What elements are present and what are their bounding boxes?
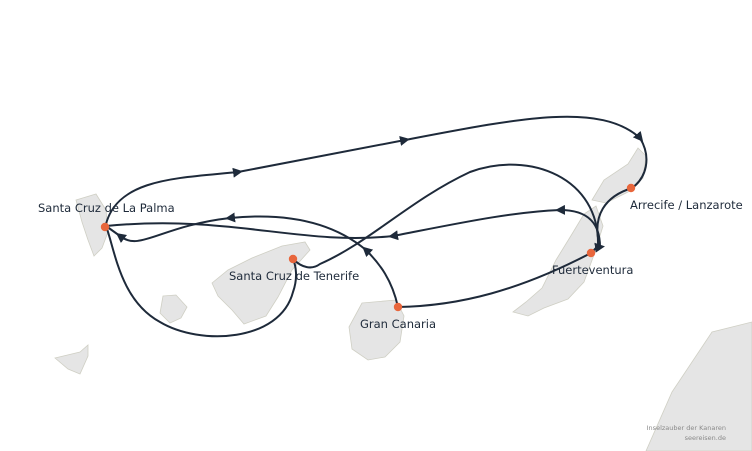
island-la-palma [75,193,109,257]
route-tenerife-to-fuerteventura [292,163,600,269]
ports [100,183,636,312]
port-marker-lanzarote[interactable] [626,183,636,193]
cruise-route [105,115,648,338]
island-tenerife [211,241,311,325]
port-marker-gran-canaria[interactable] [393,302,403,312]
route-la-palma-to-tenerife [105,225,297,338]
route-la-palma-to-lanzarote [105,115,648,225]
island-la-gomera [159,294,188,324]
port-label-la-palma: Santa Cruz de La Palma [38,201,175,215]
port-labels: Santa Cruz de La Palma Santa Cruz de Ten… [38,198,743,331]
credit-site: seereisen.de [685,434,726,442]
island-lanzarote [591,147,647,204]
islands [54,147,752,451]
port-marker-fuerteventura[interactable] [586,248,596,258]
route-fuerteventura-to-gran-canaria [397,252,592,308]
route-lanzarote-to-fuerteventura-to-la-palma [105,187,633,253]
port-marker-la-palma[interactable] [100,222,110,232]
credit: Inselzauber der Kanaren seereisen.de [647,424,726,442]
port-label-fuerteventura: Fuerteventura [552,263,633,277]
port-label-gran-canaria: Gran Canaria [360,317,436,331]
island-fuerteventura [512,205,604,317]
port-marker-tenerife[interactable] [288,254,298,264]
island-el-hierro [54,344,89,375]
port-label-tenerife: Santa Cruz de Tenerife [229,269,359,283]
credit-title: Inselzauber der Kanaren [647,424,726,432]
coast-africa [645,321,752,451]
route-gran-canaria-to-la-palma [105,212,399,308]
port-label-lanzarote: Arrecife / Lanzarote [630,198,743,212]
